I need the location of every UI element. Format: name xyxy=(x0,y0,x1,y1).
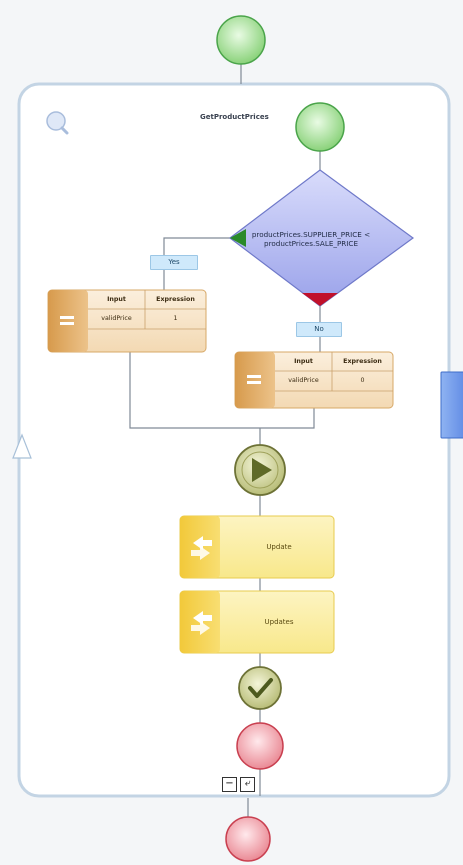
complete-node[interactable] xyxy=(238,666,282,710)
assign-yes-header-expression: Expression xyxy=(156,296,195,303)
side-panel-toggle[interactable] xyxy=(440,371,463,439)
loop-arrow-icon xyxy=(12,433,32,459)
sequence-title: GetProductPrices xyxy=(200,113,269,121)
no-label: No xyxy=(296,322,342,337)
decision-node[interactable] xyxy=(229,169,415,307)
activity-update-label: Update xyxy=(266,543,292,551)
sequence-end-node[interactable] xyxy=(236,722,284,770)
search-icon xyxy=(46,111,69,135)
yes-label: Yes xyxy=(150,255,198,270)
connector-lines xyxy=(129,63,321,818)
sequence-container[interactable] xyxy=(17,82,451,798)
activity-updates-label: Updates xyxy=(264,618,294,626)
return-button[interactable]: ⤶ xyxy=(240,777,255,792)
assign-yes-expression: 1 xyxy=(173,315,178,322)
workflow-start-node[interactable] xyxy=(216,15,266,65)
assign-activity-yes[interactable] xyxy=(47,289,207,353)
assign-yes-header-input: Input xyxy=(107,296,126,303)
decision-condition: productPrices.SUPPLIER_PRICE < productPr… xyxy=(251,230,371,248)
activity-updates[interactable] xyxy=(179,590,335,654)
assign-activity-no[interactable] xyxy=(234,351,394,409)
check-icon xyxy=(248,678,273,698)
assign-no-input: validPrice xyxy=(288,377,319,384)
sequence-start-node[interactable] xyxy=(295,102,345,152)
swap-arrows-icon xyxy=(191,536,212,560)
activity-update[interactable] xyxy=(179,515,335,579)
assign-no-header-expression: Expression xyxy=(343,358,382,365)
play-icon xyxy=(252,458,272,482)
workflow-end-node[interactable] xyxy=(225,816,271,862)
collapse-button[interactable]: − xyxy=(222,777,237,792)
assign-no-expression: 0 xyxy=(360,377,365,384)
decision-yes-marker xyxy=(230,229,246,247)
swap-arrows-icon xyxy=(191,611,212,635)
assign-no-header-input: Input xyxy=(294,358,313,365)
decision-no-marker xyxy=(302,293,338,306)
assign-yes-input: validPrice xyxy=(101,315,132,322)
play-node[interactable] xyxy=(234,444,286,496)
